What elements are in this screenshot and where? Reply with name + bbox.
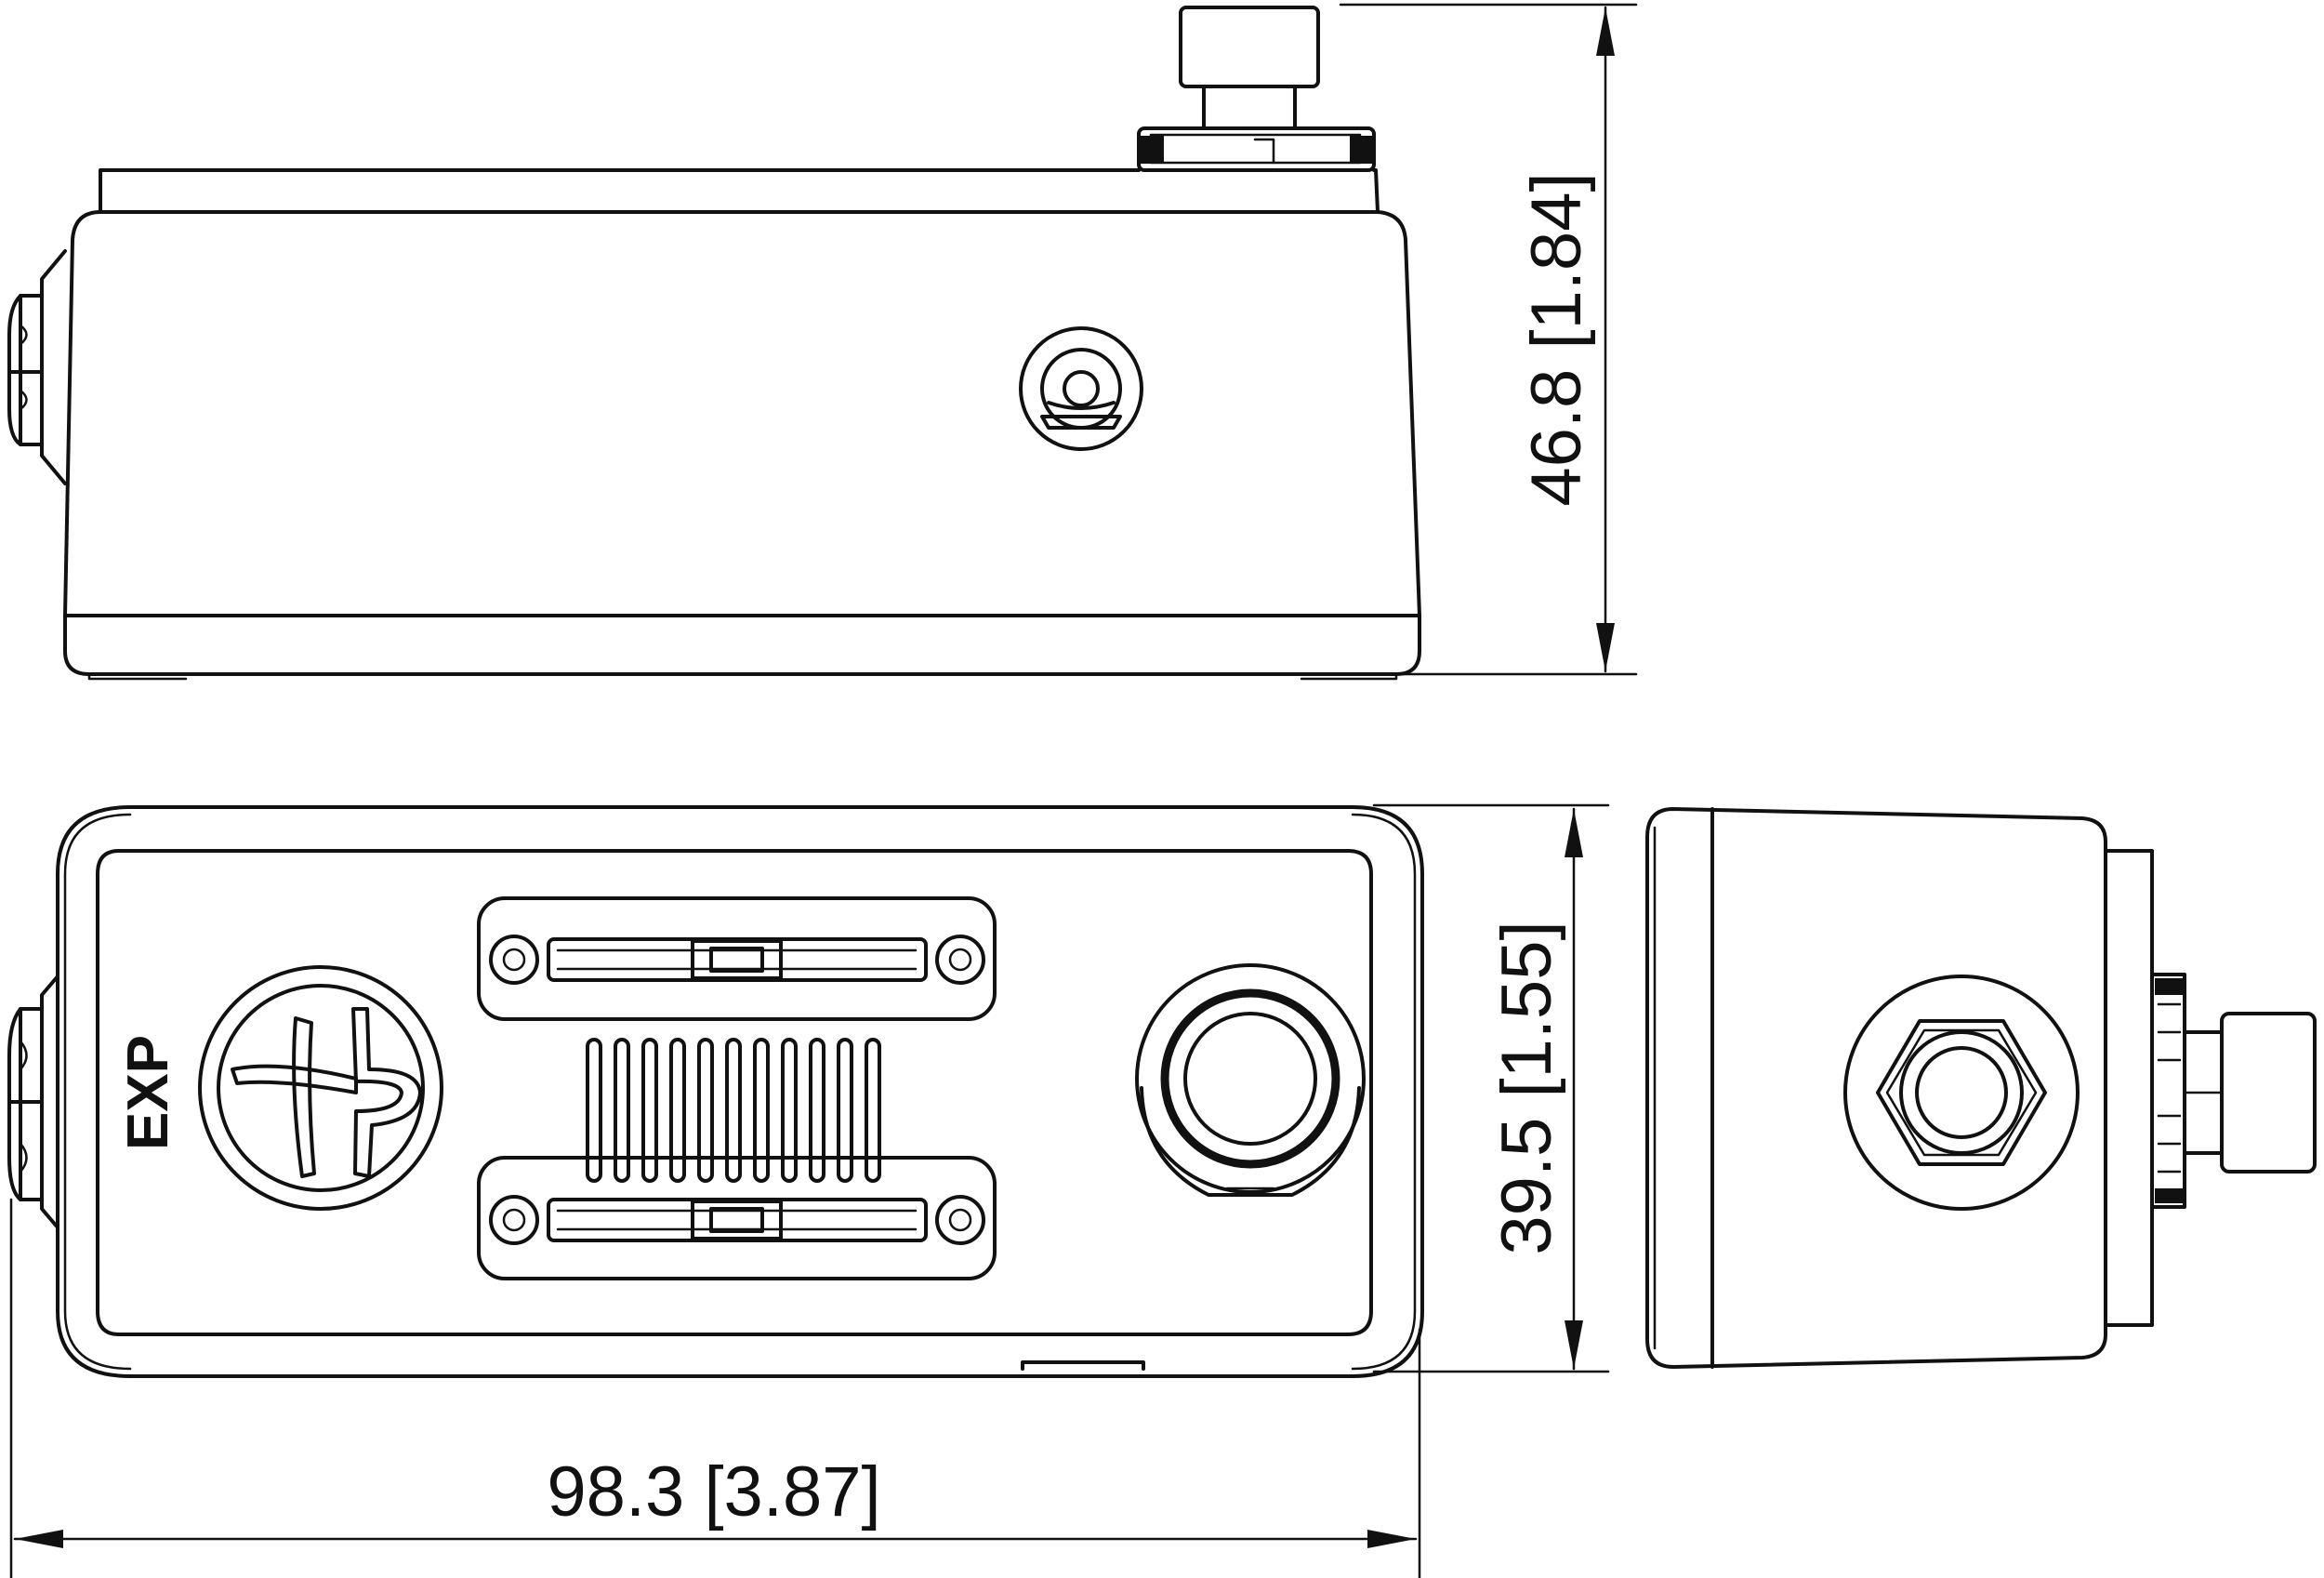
jack-mark-label: EXP (116, 1035, 180, 1150)
vent-slot (725, 1038, 742, 1183)
footswitch-icon (1135, 963, 1366, 1197)
vent-slot (865, 1038, 881, 1183)
upper-slider-slot (477, 896, 997, 1021)
side-led-icon (1019, 326, 1143, 451)
width-dimension-label: 98.3 [3.87] (547, 1452, 880, 1532)
depth-dimension-label: 39.5 [1.55] (1487, 921, 1566, 1254)
vent-slot (669, 1038, 686, 1183)
end-view (1645, 807, 2317, 1369)
end-body (1645, 807, 2107, 1369)
vent-slot (614, 1038, 630, 1183)
vent-slot (586, 1038, 602, 1183)
top-view: EXP (7, 805, 1424, 1378)
top-inner-plate (96, 849, 1373, 1336)
vent-slot (781, 1038, 798, 1183)
vent-slot (753, 1038, 770, 1183)
side-footswitch (1137, 6, 1376, 172)
side-view (7, 6, 1421, 681)
width-dimension: 98.3 [3.87] (9, 1198, 1421, 1578)
vent-slot (697, 1038, 714, 1183)
side-top-plate (99, 168, 1380, 214)
height-dimension-label: 46.8 [1.84] (1517, 172, 1596, 506)
height-dimension: 46.8 [1.84] (1339, 3, 1638, 676)
vent-grille (586, 1038, 881, 1183)
vent-slot (809, 1038, 825, 1183)
depth-dimension: 39.5 [1.55] (1372, 803, 1610, 1373)
side-jack-nut (7, 249, 67, 485)
top-outer-body (56, 805, 1424, 1378)
stylized-t-logo-icon (198, 965, 443, 1211)
end-jack-connector (2150, 973, 2317, 1209)
quarter-inch-jack-icon (1843, 975, 2080, 1211)
vent-slot (641, 1038, 658, 1183)
top-jack-nut (7, 975, 59, 1229)
vent-slot (837, 1038, 853, 1183)
lower-slider-slot (477, 1156, 997, 1280)
side-body (63, 210, 1421, 676)
